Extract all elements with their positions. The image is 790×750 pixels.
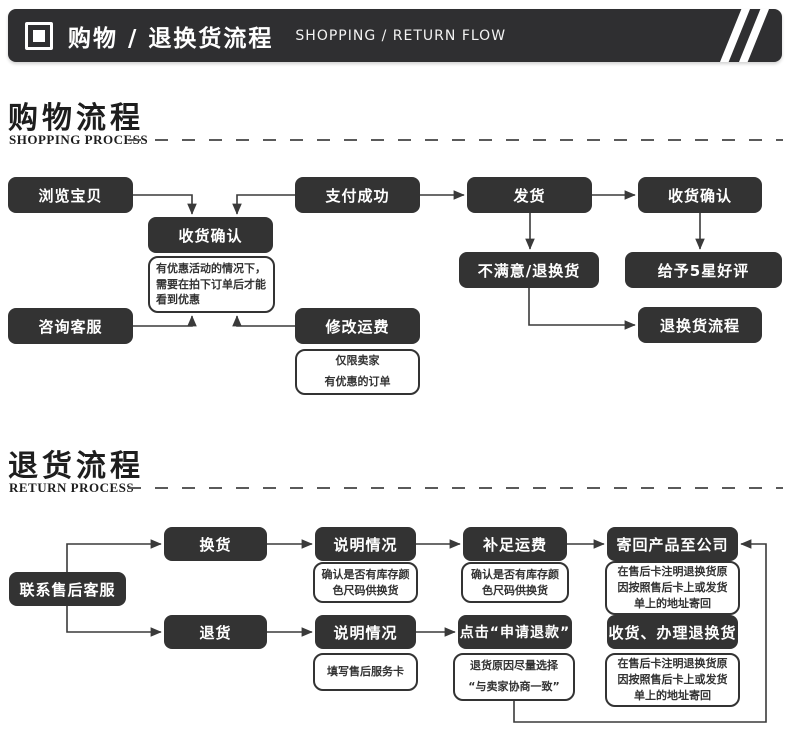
flow-node-five-star: 给予5星好评 [625,252,782,288]
return-section-title: 退货流程 [8,449,144,484]
arrow-contact-to-return [66,606,162,637]
note-refund-reason: 退货原因尽量选择 “与卖家协商一致” [453,653,575,701]
flow-node-pay: 支付成功 [295,177,420,213]
header-title-en: SHOPPING / RETURN FLOW [295,27,507,44]
flow-node-unsatisfied: 不满意/退换货 [459,252,599,288]
flow-node-exchange: 换货 [164,527,267,561]
arrow-refund-route-to-sendback [513,539,767,723]
flow-node-contact-service: 联系售后客服 [9,572,126,606]
flow-node-confirm-right: 收货确认 [638,177,762,213]
note-stock-mid: 确认是否有库存颜色尺码供换货 [461,562,569,603]
note-card-top: 在售后卡注明退换货原因按照售后卡上或发货单上的地址寄回 [605,561,740,615]
flow-node-apply-refund: 点击“申请退款” [458,615,572,649]
flow-node-send-back: 寄回产品至公司 [607,527,738,561]
return-section-subtitle: RETURN PROCESS [9,480,135,495]
flow-node-add-fee: 补足运费 [463,527,567,561]
shopping-section-title: 购物流程 [8,101,144,136]
flow-node-consult: 咨询客服 [8,308,133,344]
flow-node-confirm-mid: 收货确认 [148,217,273,253]
note-fill-card: 填写售后服务卡 [313,653,418,691]
flow-node-explain-top: 说明情况 [315,527,416,561]
arrow-unsatisfied-to-returnflow [528,288,636,330]
flow-node-modify-fee: 修改运费 [295,308,420,344]
flow-node-explain-bottom: 说明情况 [315,615,416,649]
note-refund-reason-line1: 退货原因尽量选择 [470,659,558,673]
note-stock-top: 确认是否有库存颜色尺码供换货 [313,562,418,603]
note-discount: 有优惠活动的情况下，需要在拍下订单后才能看到优惠 [148,256,275,313]
flow-node-ship: 发货 [467,177,592,213]
arrow-browse-to-confirm [133,194,197,215]
header-title-zh: 购物 / 退换货流程 [68,25,274,52]
note-seller-only-line2: 有优惠的订单 [324,375,391,388]
flow-node-return-goods: 退货 [164,615,267,649]
flow-node-receive-handle: 收货、办理退换货 [607,615,738,649]
flow-node-return-flow: 退换货流程 [638,307,762,343]
flow-node-browse: 浏览宝贝 [8,177,133,213]
note-refund-reason-line2: “与卖家协商一致” [468,680,560,693]
section-divider [128,487,783,489]
note-card-bottom: 在售后卡注明退换货原因按照售后卡上或发货单上的地址寄回 [605,653,740,707]
note-seller-only-line1: 仅限卖家 [335,354,380,368]
section-divider [128,139,783,141]
header-bar: 购物 / 退换货流程 SHOPPING / RETURN FLOW [8,9,782,62]
arrow-consult-to-note [133,315,197,327]
square-bullet-icon [25,21,53,50]
arrow-fee-to-note [232,315,295,327]
shopping-section-subtitle: SHOPPING PROCESS [9,132,149,147]
arrow-contact-to-exchange [66,539,162,572]
arrow-pay-to-confirm [232,194,295,215]
note-seller-only: 仅限卖家 有优惠的订单 [295,349,420,395]
